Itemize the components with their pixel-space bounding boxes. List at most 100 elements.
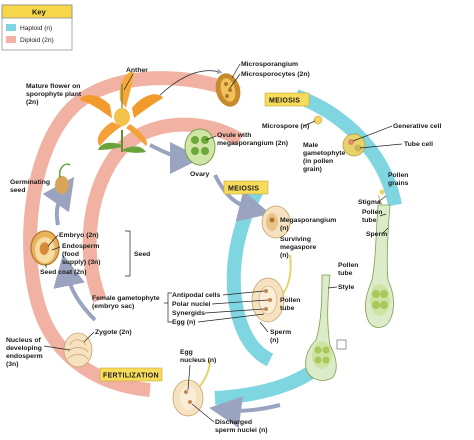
svg-text:Pollen: Pollen (338, 262, 358, 269)
label-female-gametophyte: Female gametophyte (embryo sac) (92, 295, 160, 310)
label-egg-nucleus: Egg nucleus (n) (180, 349, 216, 364)
meiosis-top-box: MEIOSIS (264, 92, 310, 107)
label-microsporangium: Microsporangium (241, 61, 298, 68)
haploid-band-inner (226, 181, 274, 367)
label-seed-coat: Seed coat (2n) (40, 269, 86, 276)
svg-text:developing: developing (6, 345, 42, 352)
label-pollen-grains: Pollen grains (388, 172, 409, 187)
svg-text:Female gametophyte: Female gametophyte (92, 295, 160, 302)
label-pollen-tube-3: Pollen tube (280, 297, 300, 312)
svg-text:(food: (food (62, 251, 79, 258)
svg-text:Ovule with: Ovule with (217, 132, 251, 139)
label-style: Style (338, 284, 354, 291)
svg-text:endosperm: endosperm (6, 353, 43, 360)
fertilization-ovule-illustration (172, 359, 211, 417)
label-ovule: Ovule with megasporangium (2n) (217, 132, 288, 147)
svg-text:sperm nuclei (n): sperm nuclei (n) (215, 427, 268, 434)
svg-text:(2n): (2n) (26, 99, 38, 106)
svg-text:Nucleus of: Nucleus of (6, 337, 41, 344)
svg-text:Endosperm: Endosperm (62, 243, 99, 250)
svg-text:Germinating: Germinating (10, 179, 50, 186)
svg-text:MEIOSIS: MEIOSIS (228, 186, 259, 193)
arrow-flower-to-ovary (149, 141, 202, 174)
label-microsporocytes: Microsporocytes (2n) (241, 71, 310, 78)
svg-text:tube: tube (362, 217, 377, 224)
svg-text:grains: grains (388, 180, 409, 187)
label-surviving-megaspore: Surviving megaspore (n) (280, 236, 316, 259)
label-pollen-tube-2: Pollen tube (338, 262, 358, 277)
seed-illustration (30, 230, 60, 266)
svg-text:MEIOSIS: MEIOSIS (269, 98, 300, 105)
style-pollen-tube-illustration (305, 274, 347, 381)
pollen-tube-illustration (365, 189, 394, 328)
label-sperm-1: Sperm (366, 231, 387, 238)
arrow-ovary-to-meiosis (213, 174, 271, 222)
svg-text:(n): (n) (280, 225, 289, 232)
svg-text:megaspore: megaspore (280, 244, 316, 251)
svg-text:Pollen: Pollen (362, 209, 382, 216)
label-tube-cell: Tube cell (404, 141, 433, 148)
microsporangium-illustration (215, 73, 241, 107)
mature-flower-illustration (80, 71, 163, 153)
legend-key: Key Haploid (n) Diploid (2n) (1, 4, 73, 51)
label-germinating-seed: Germinating seed (10, 179, 50, 194)
svg-text:(3n): (3n) (6, 361, 18, 368)
ovary-illustration (184, 128, 216, 166)
svg-text:FERTILIZATION: FERTILIZATION (103, 373, 159, 380)
zygote-illustration (63, 332, 93, 368)
svg-text:gametophyte: gametophyte (303, 150, 346, 157)
label-antipodal-cells: Antipodal cells (172, 292, 221, 299)
label-synergids: Synergids (172, 310, 205, 317)
svg-text:Surviving: Surviving (280, 236, 311, 243)
diploid-band-inner (82, 117, 244, 303)
svg-text:Megasporangium: Megasporangium (280, 217, 336, 224)
key-title: Key (32, 8, 47, 17)
meiosis-mid-box: MEIOSIS (223, 180, 269, 195)
svg-text:grain): grain) (303, 166, 322, 173)
svg-text:(n): (n) (270, 337, 279, 344)
svg-text:sporophyte plant: sporophyte plant (26, 91, 82, 98)
diploid-swatch (6, 36, 16, 43)
svg-text:Pollen: Pollen (280, 297, 300, 304)
label-pollen-tube-1: Pollen tube (362, 209, 382, 224)
label-anther: Anther (126, 67, 148, 74)
svg-text:Pollen: Pollen (388, 172, 408, 179)
svg-text:Mature flower on: Mature flower on (26, 83, 80, 90)
svg-text:(n): (n) (280, 252, 289, 259)
svg-text:(embryo sac): (embryo sac) (92, 303, 134, 310)
germinating-seed-illustration (55, 163, 71, 194)
label-discharged-sperm: Discharged sperm nuclei (n) (215, 419, 268, 434)
label-endosperm: Endosperm (food supply) (3n) (62, 243, 101, 266)
svg-text:(in pollen: (in pollen (303, 158, 333, 165)
arrow-seed-to-germinating (42, 176, 75, 226)
haploid-swatch (6, 24, 16, 31)
svg-text:nucleus (n): nucleus (n) (180, 357, 216, 364)
label-generative-cell: Generative cell (393, 123, 441, 130)
label-stigma: Stigma (358, 199, 381, 206)
label-embryo: Embryo (2n) (59, 232, 99, 239)
label-male-gametophyte: Male gametophyte (in pollen grain) (303, 142, 346, 173)
arrow-to-sperm-discharge (209, 396, 281, 428)
key-haploid-label: Haploid (n) (20, 25, 52, 32)
label-mature-flower: Mature flower on sporophyte plant (2n) (26, 83, 82, 106)
svg-text:Discharged: Discharged (215, 419, 252, 426)
label-microspore: Microspore (n) (262, 123, 309, 130)
arrow-anther-to-microsporangium (159, 68, 223, 96)
pollen-grain-illustration (342, 133, 366, 157)
microspore-illustration (313, 115, 323, 125)
label-nucleus-endosperm: Nucleus of developing endosperm (3n) (6, 337, 43, 368)
label-sperm-2: Sperm (n) (270, 329, 291, 344)
svg-text:Egg: Egg (180, 349, 193, 356)
svg-text:seed: seed (10, 187, 26, 194)
label-polar-nuclei: Polar nuclei (172, 301, 211, 308)
arrow-zygote-to-seed (53, 254, 97, 322)
svg-text:megasporangium (2n): megasporangium (2n) (217, 140, 288, 147)
svg-text:supply) (3n): supply) (3n) (62, 259, 101, 266)
label-ovary: Ovary (190, 171, 209, 178)
fertilization-box: FERTILIZATION (99, 367, 163, 382)
label-zygote: Zygote (2n) (95, 329, 132, 336)
svg-text:tube: tube (280, 305, 295, 312)
svg-text:tube: tube (338, 270, 353, 277)
